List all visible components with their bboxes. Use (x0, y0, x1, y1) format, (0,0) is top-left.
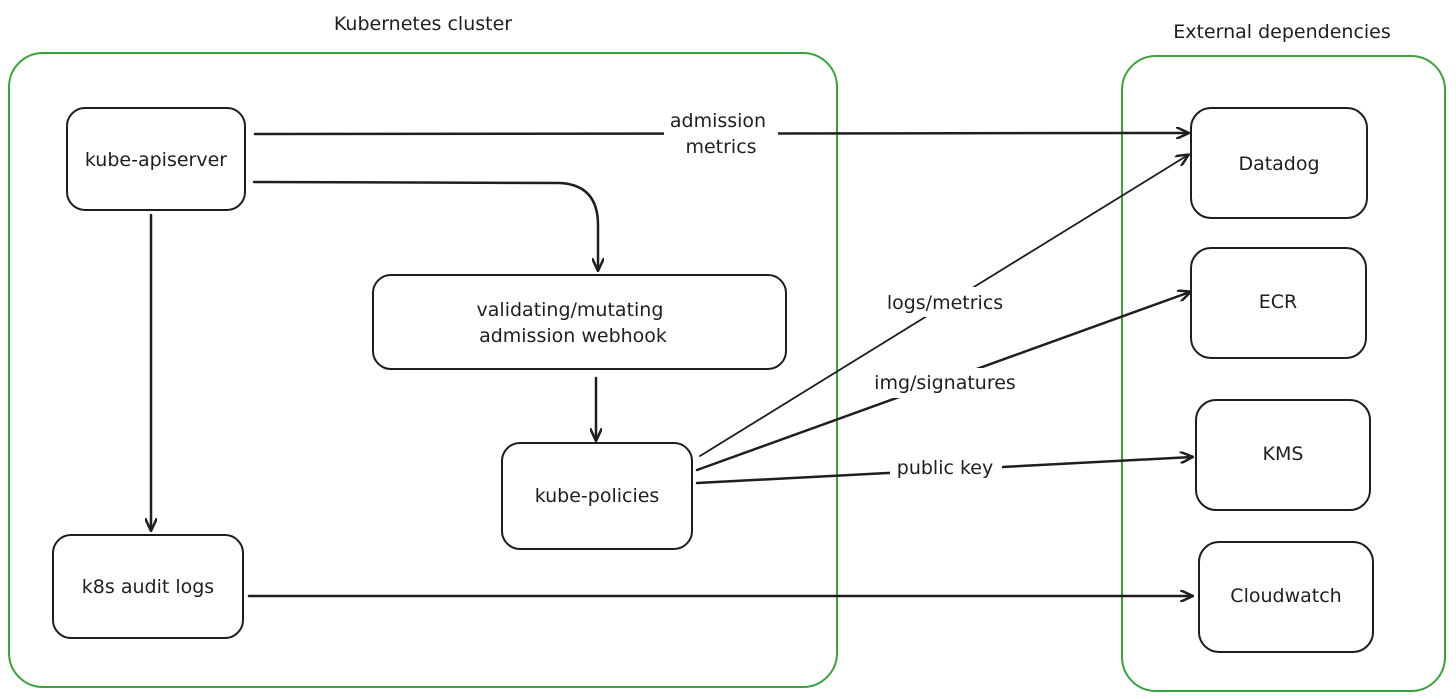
edge-label-admission-metrics: admission metrics (670, 110, 772, 158)
node-kms[interactable]: KMS (1195, 399, 1371, 511)
node-kube-policies[interactable]: kube-policies (501, 442, 693, 550)
node-k8s-audit-logs[interactable]: k8s audit logs (52, 534, 244, 639)
node-admission-webhook-line2: admission webhook (479, 325, 667, 347)
node-admission-webhook[interactable]: validating/mutating admission webhook (372, 274, 787, 370)
node-admission-webhook-line1: validating/mutating (477, 299, 664, 321)
edge-label-bg-img (866, 368, 1026, 398)
edge-label-img-signatures: img/signatures (874, 372, 1016, 394)
edge-label-bg-logs (876, 287, 1014, 317)
node-kms-label: KMS (1263, 443, 1304, 465)
node-kube-policies-label: kube-policies (535, 485, 660, 507)
node-datadog[interactable]: Datadog (1190, 107, 1368, 219)
node-datadog-label: Datadog (1238, 153, 1319, 175)
node-kube-apiserver-label: kube-apiserver (85, 149, 227, 171)
node-cloudwatch[interactable]: Cloudwatch (1198, 541, 1374, 653)
kubernetes-cluster-label: Kubernetes cluster (334, 13, 512, 35)
edge-label-admission-line2: metrics (685, 136, 756, 158)
edge-label-public-key: public key (897, 457, 993, 479)
edge-label-logs-metrics: logs/metrics (887, 292, 1003, 314)
edge-label-bg-key (890, 453, 1002, 483)
external-dependencies-group (1121, 55, 1446, 692)
node-ecr-label: ECR (1259, 291, 1297, 313)
edge-label-admission-line1: admission (670, 110, 766, 132)
node-kube-apiserver[interactable]: kube-apiserver (66, 107, 246, 211)
node-cloudwatch-label: Cloudwatch (1230, 585, 1341, 607)
external-dependencies-label: External dependencies (1173, 21, 1391, 43)
edge-apiserver-webhook (252, 180, 598, 270)
kubernetes-cluster-group (8, 52, 838, 688)
node-admission-webhook-label: validating/mutating admission webhook (477, 299, 670, 347)
edge-label-bg-admission (664, 106, 778, 160)
node-ecr[interactable]: ECR (1190, 247, 1367, 359)
node-k8s-audit-logs-label: k8s audit logs (82, 576, 214, 598)
